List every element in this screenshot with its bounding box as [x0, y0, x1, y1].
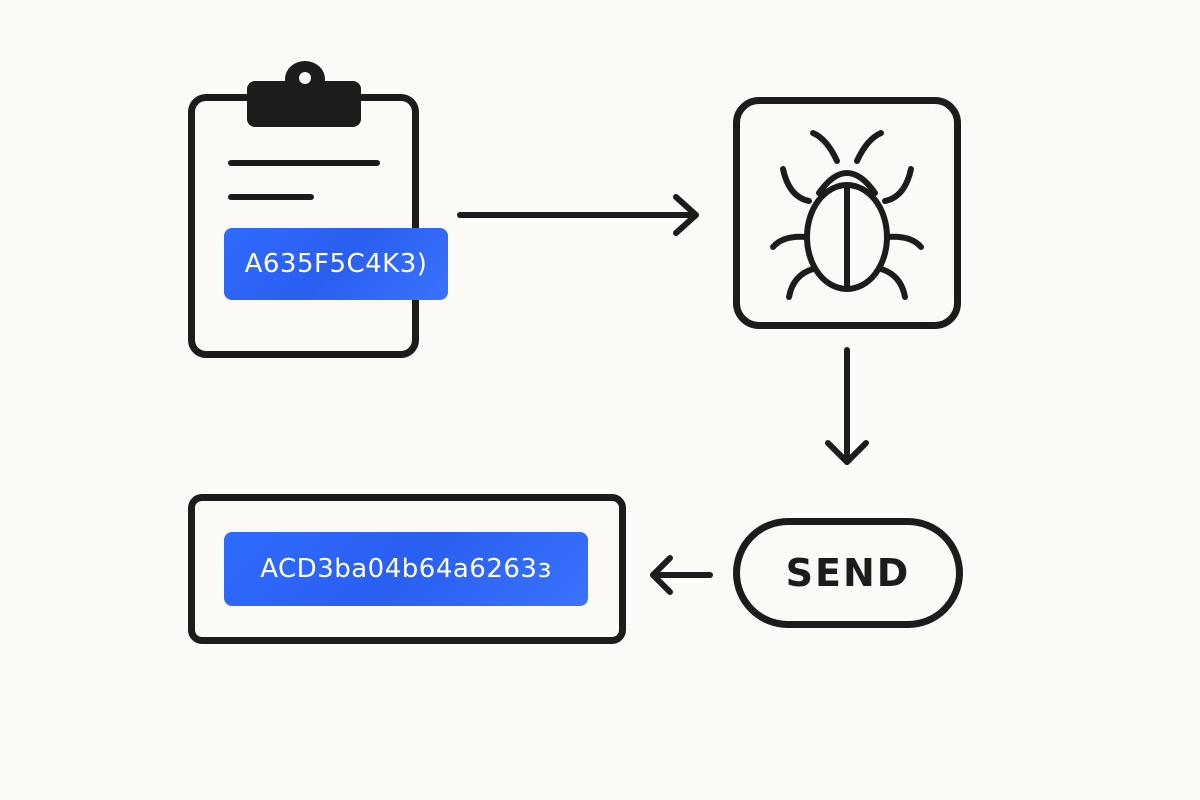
output-code[interactable]: ACD3ba04b64a6263з	[224, 532, 588, 606]
document-line	[228, 194, 314, 200]
clipboard-ring	[285, 61, 325, 97]
clipboard-icon	[188, 94, 419, 358]
output-box	[188, 494, 626, 644]
arrow-left-icon	[650, 555, 713, 595]
bug-icon	[770, 130, 924, 300]
arrow-right-icon	[457, 194, 699, 236]
clipboard-code[interactable]: A635F5C4K3)	[224, 228, 448, 300]
arrow-down-icon	[825, 347, 869, 465]
send-button[interactable]: SEND	[733, 518, 963, 628]
bug-box	[733, 97, 961, 329]
document-line	[228, 160, 380, 166]
